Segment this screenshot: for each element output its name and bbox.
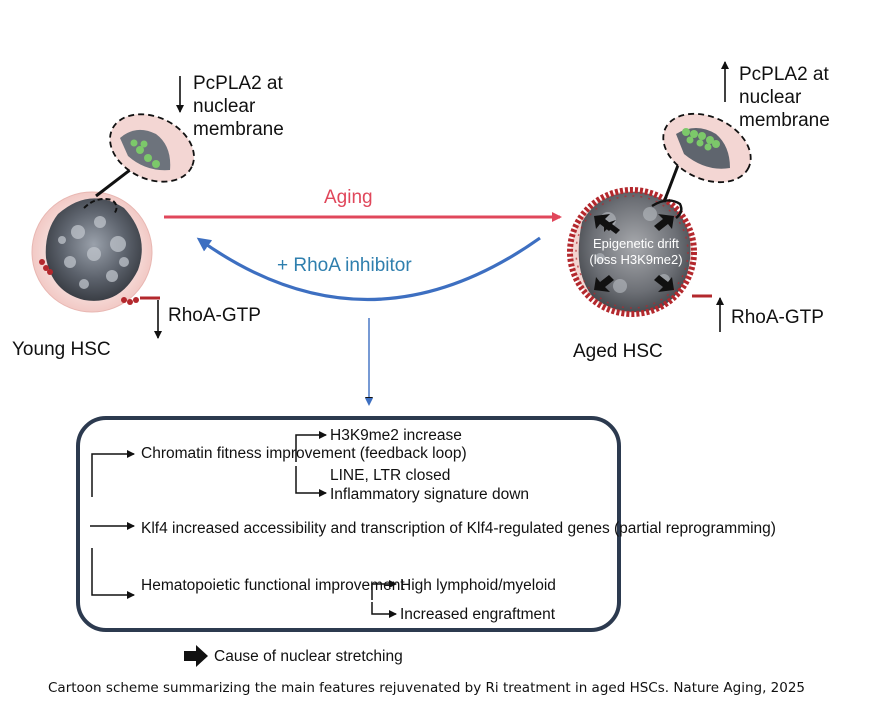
epigenetic-drift-label: Epigenetic drift (loss H3K9me2)	[589, 236, 683, 267]
klf4-text: Klf4 increased accessibility and transcr…	[141, 520, 776, 537]
young-hsc-cell	[31, 168, 160, 313]
lymphoid-myeloid-text: High lymphoid/myeloid	[400, 577, 556, 594]
young-hsc-title: Young HSC	[12, 339, 111, 360]
stretch-arrows	[594, 214, 674, 292]
aged-hsc-title: Aged HSC	[573, 341, 663, 362]
rhoa-inhibitor-arrow	[196, 236, 541, 302]
figure-caption: Cartoon scheme summarizing the main feat…	[48, 680, 806, 696]
h3k9me2-text: H3K9me2 increase	[330, 427, 462, 444]
hematopoietic-text: Hematopoietic functional improvement	[141, 577, 405, 594]
effects-connectors	[90, 431, 397, 618]
chromatin-fitness-text: Chromatin fitness improvement (feedback …	[141, 445, 467, 462]
line-ltr-text: LINE, LTR closed	[330, 467, 451, 484]
aged-hsc-cell	[567, 159, 712, 317]
young-pcpla2-label: PcPLA2 at nuclear membrane	[193, 73, 284, 140]
aged-pcpla2-label: PcPLA2 at nuclear membrane	[739, 64, 830, 131]
aged-pcpla2-dots	[682, 128, 720, 151]
engraftment-text: Increased engraftment	[400, 606, 556, 623]
young-pcpla2-dots	[130, 139, 160, 168]
black-block-arrow-icon	[184, 645, 208, 667]
aged-rhoa-label: RhoA-GTP	[731, 307, 824, 328]
inflammatory-text: Inflammatory signature down	[330, 486, 530, 503]
rhoa-inhibitor-label: + RhoA inhibitor	[277, 255, 412, 276]
young-membrane-inset	[109, 113, 195, 183]
legend-label: Cause of nuclear stretching	[214, 648, 403, 665]
aging-label: Aging	[324, 187, 373, 208]
effects-box	[76, 416, 621, 632]
aged-membrane-inset	[662, 112, 752, 184]
young-rhoa-label: RhoA-GTP	[168, 305, 261, 326]
young-rhoa-dots	[39, 259, 139, 305]
